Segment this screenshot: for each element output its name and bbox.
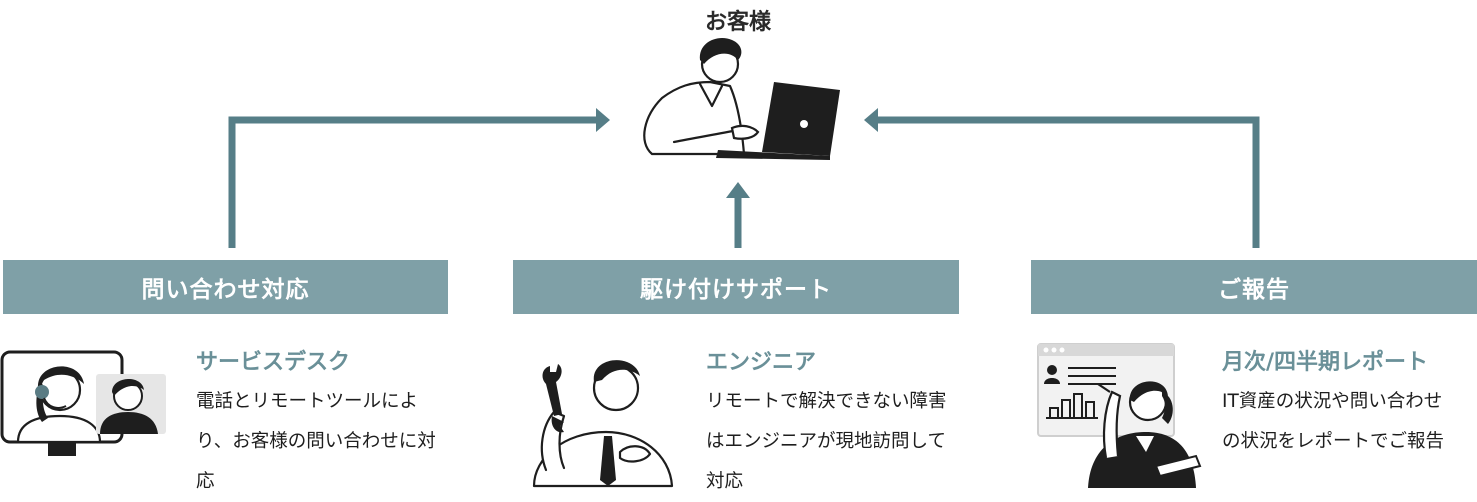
engineer-wrench-illustration	[532, 360, 674, 488]
customer-laptop-illustration	[643, 38, 840, 160]
flow-connectors	[228, 108, 1260, 248]
role-engineer: エンジニア	[706, 350, 817, 375]
bar-inquiry-support: 問い合わせ対応	[3, 260, 448, 314]
role-monthly-quarterly-report: 月次/四半期レポート	[1222, 350, 1429, 375]
arrowhead-center	[726, 182, 750, 198]
customer-title: お客様	[704, 10, 771, 35]
role-service-desk: サービスデスク	[196, 350, 351, 375]
description-report: IT資産の状況や問い合わせの状況をレポートでご報告	[1222, 391, 1445, 452]
connector-right	[878, 116, 1260, 248]
arrowhead-left	[596, 108, 610, 132]
headset-video-call-illustration	[0, 350, 166, 456]
arrowhead-right	[864, 108, 878, 132]
description-engineer: リモートで解決できない障害はエンジニアが現地訪問して対応	[706, 391, 947, 492]
bar-onsite-support: 駆け付けサポート	[513, 260, 959, 314]
bar-report: ご報告	[1031, 260, 1477, 314]
description-service-desk: 電話とリモートツールにより、お客様の問い合わせに対応	[196, 391, 436, 492]
connector-left	[228, 116, 596, 248]
report-presenter-illustration	[1037, 343, 1202, 488]
